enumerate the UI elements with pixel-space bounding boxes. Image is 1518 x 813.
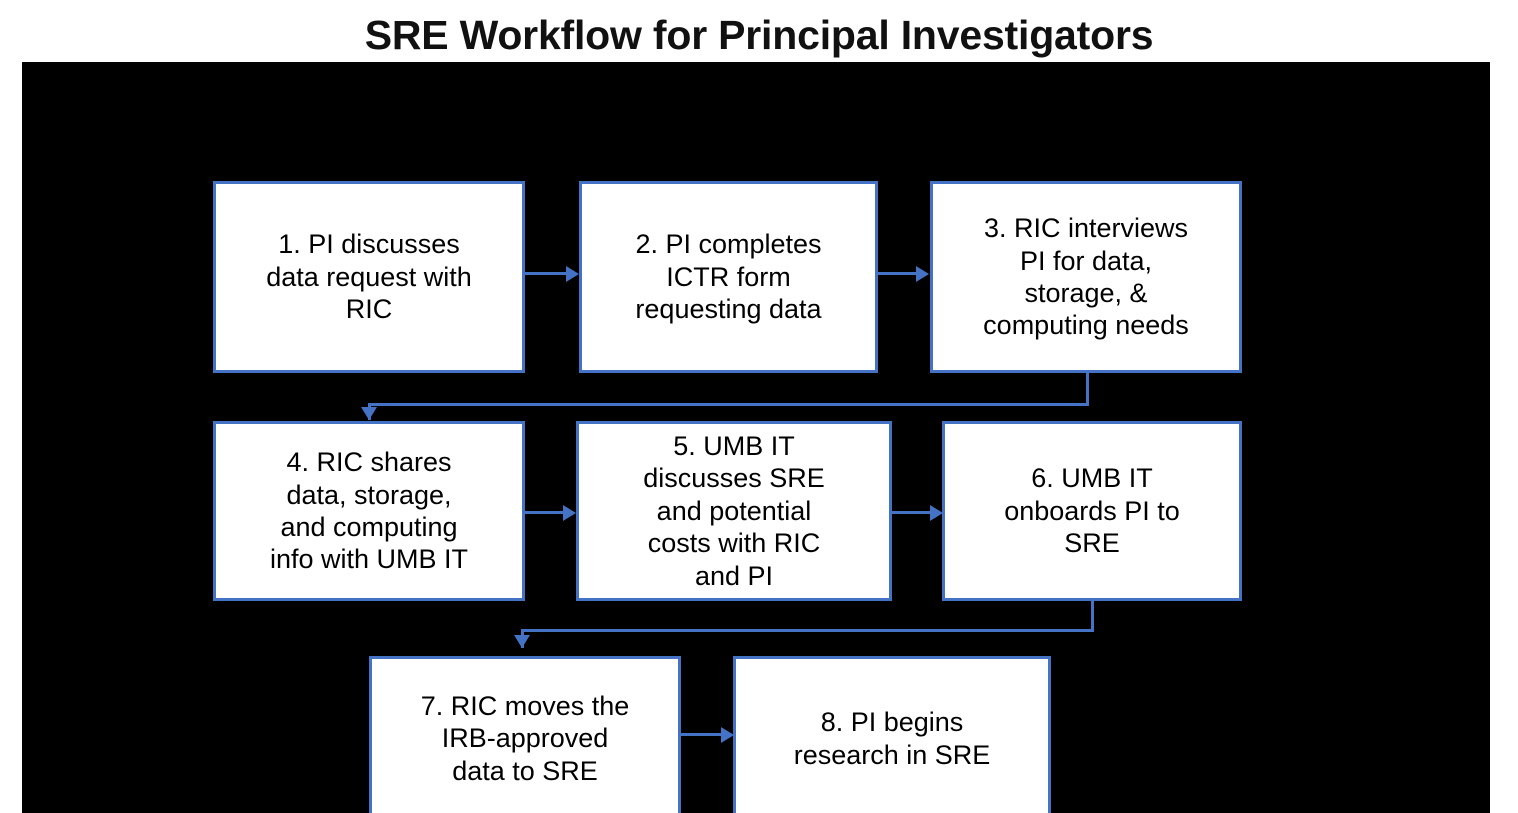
connector-6-to-7-segment-left [521, 629, 1094, 632]
connector-5-to-6-line [892, 511, 930, 514]
connector-1-to-2-arrowhead [566, 266, 579, 282]
flow-node-step-7[interactable]: 7. RIC moves the IRB-approved data to SR… [369, 656, 681, 813]
flow-node-step-8[interactable]: 8. PI begins research in SRE [733, 656, 1051, 813]
flow-node-label: 6. UMB IT onboards PI to SRE [1004, 463, 1180, 559]
connector-5-to-6-arrowhead [930, 505, 943, 521]
connector-4-to-5-line [525, 511, 563, 514]
connector-3-to-4-arrowhead [361, 407, 377, 420]
connector-4-to-5-arrowhead [563, 505, 576, 521]
connector-1-to-2-line [525, 272, 566, 275]
flow-node-label: 3. RIC interviews PI for data, storage, … [983, 213, 1189, 341]
flow-node-step-6[interactable]: 6. UMB IT onboards PI to SRE [942, 421, 1242, 601]
flow-node-label: 4. RIC shares data, storage, and computi… [269, 447, 469, 575]
flow-node-step-3[interactable]: 3. RIC interviews PI for data, storage, … [930, 181, 1242, 373]
flow-node-label: 8. PI begins research in SRE [793, 707, 991, 770]
flow-node-label: 7. RIC moves the IRB-approved data to SR… [420, 690, 630, 786]
flow-node-step-1[interactable]: 1. PI discusses data request with RIC [213, 181, 525, 373]
flow-node-step-4[interactable]: 4. RIC shares data, storage, and computi… [213, 421, 525, 601]
flow-node-label: 1. PI discusses data request with RIC [266, 229, 472, 325]
flow-node-label: 2. PI completes ICTR form requesting dat… [635, 229, 822, 325]
connector-2-to-3-line [878, 272, 916, 275]
connector-6-to-7-segment-down [1091, 601, 1094, 632]
flow-node-label: 5. UMB IT discusses SRE and potential co… [643, 431, 825, 591]
connector-3-to-4-segment-left [368, 403, 1089, 406]
connector-3-to-4-segment-down [1086, 373, 1089, 406]
page-title: SRE Workflow for Principal Investigators [364, 12, 1154, 58]
connector-6-to-7-arrowhead [514, 635, 530, 648]
connector-2-to-3-arrowhead [916, 266, 929, 282]
flow-node-step-5[interactable]: 5. UMB IT discusses SRE and potential co… [576, 421, 892, 601]
connector-7-to-8-arrowhead [721, 727, 734, 743]
connector-7-to-8-line [681, 733, 721, 736]
flow-node-step-2[interactable]: 2. PI completes ICTR form requesting dat… [579, 181, 878, 373]
